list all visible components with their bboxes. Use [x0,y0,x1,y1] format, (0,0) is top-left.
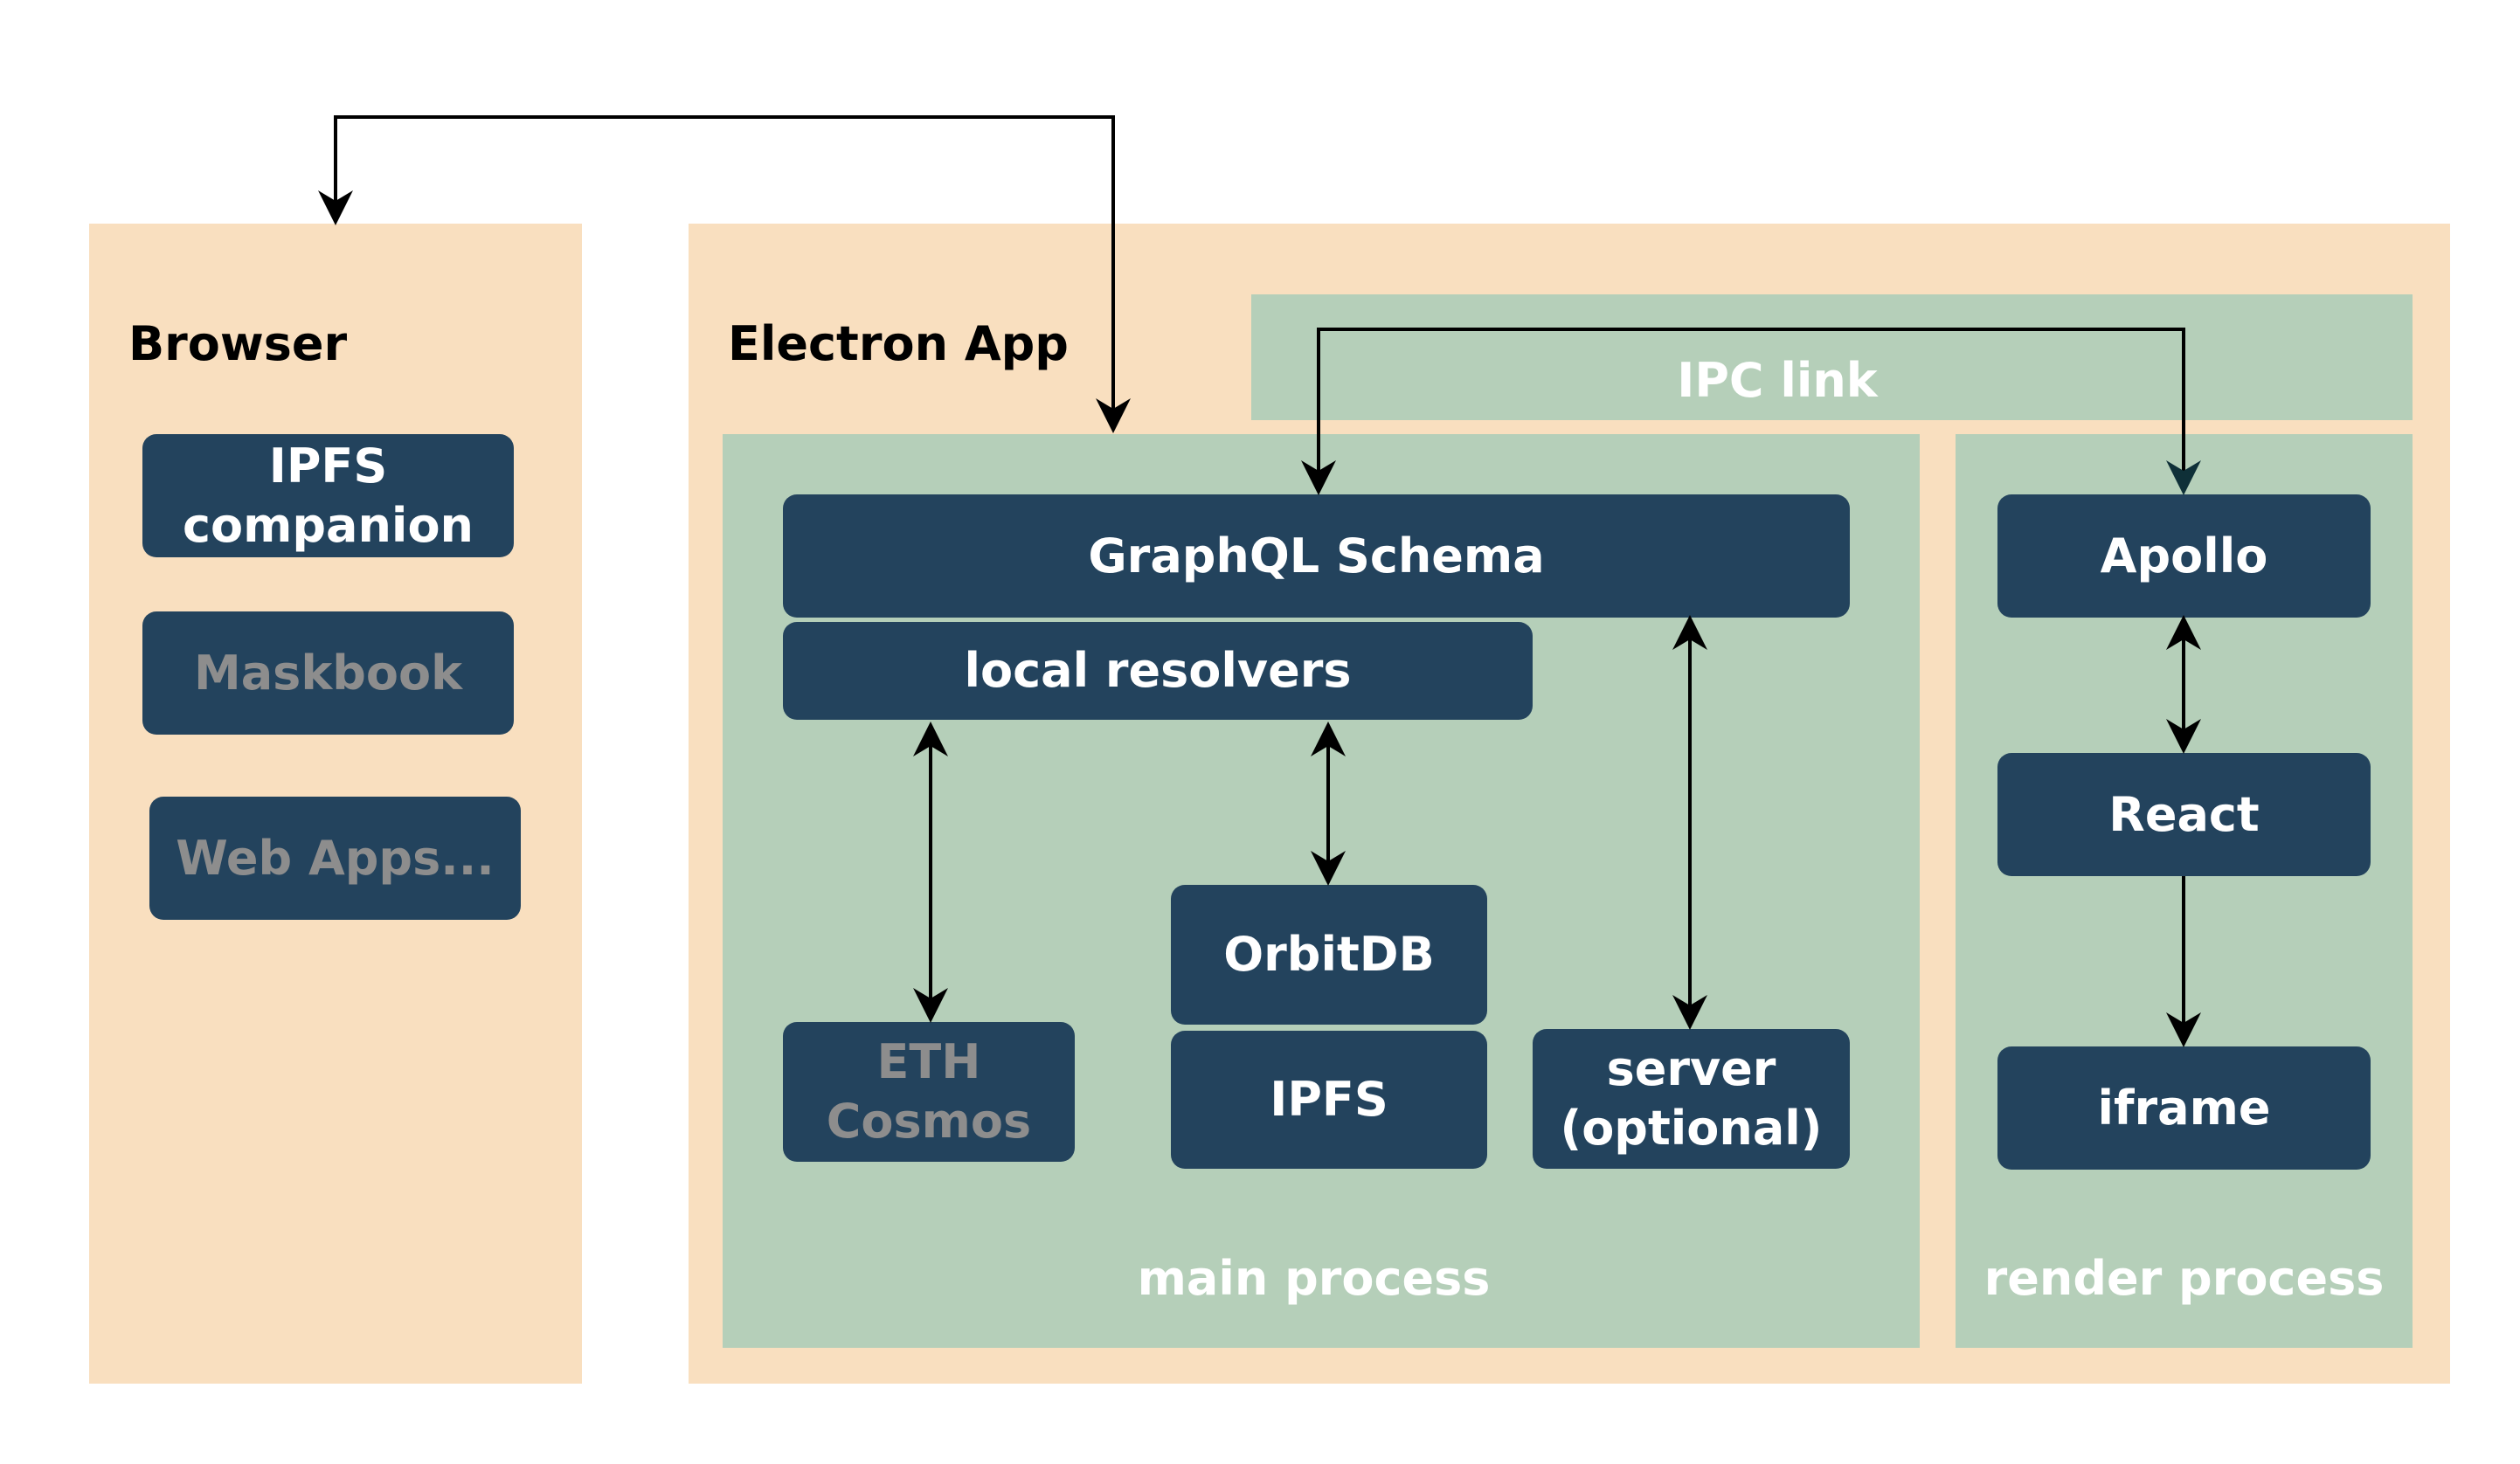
orbitdb-box: OrbitDB [1171,885,1487,1025]
ipc-link-zone [1251,294,2413,420]
ipfs-companion-box: IPFS companion [142,434,514,557]
react-box: React [1997,753,2371,876]
browser-electron-link [318,115,1131,433]
maskbook-box: Maskbook [142,611,514,735]
eth-label: ETH [876,1034,981,1089]
local-resolvers-box: local resolvers [783,622,1533,720]
apollo-box: Apollo [1997,494,2371,618]
server-label: server [1606,1041,1776,1096]
ipfs-box: IPFS [1171,1031,1487,1169]
server-optional-box: server (optional) [1533,1029,1850,1169]
main-process-label: main process [1137,1251,1491,1306]
ipc-link-arrow [1301,328,2201,495]
browser-title: Browser [128,316,348,371]
iframe-box: iframe [1997,1046,2371,1170]
web-apps-box: Web Apps... [149,797,521,920]
optional-label: (optional) [1560,1101,1823,1156]
graphql-schema-box: GraphQL Schema [783,494,1850,618]
render-process-label: render process [1983,1251,2385,1306]
ipfs-companion-line2: companion [183,497,474,553]
eth-cosmos-box: ETH Cosmos [783,1022,1075,1162]
ipfs-companion-line1: IPFS [268,438,388,494]
cosmos-label: Cosmos [826,1094,1032,1149]
ipc-link-label: IPC link [1677,353,1878,408]
